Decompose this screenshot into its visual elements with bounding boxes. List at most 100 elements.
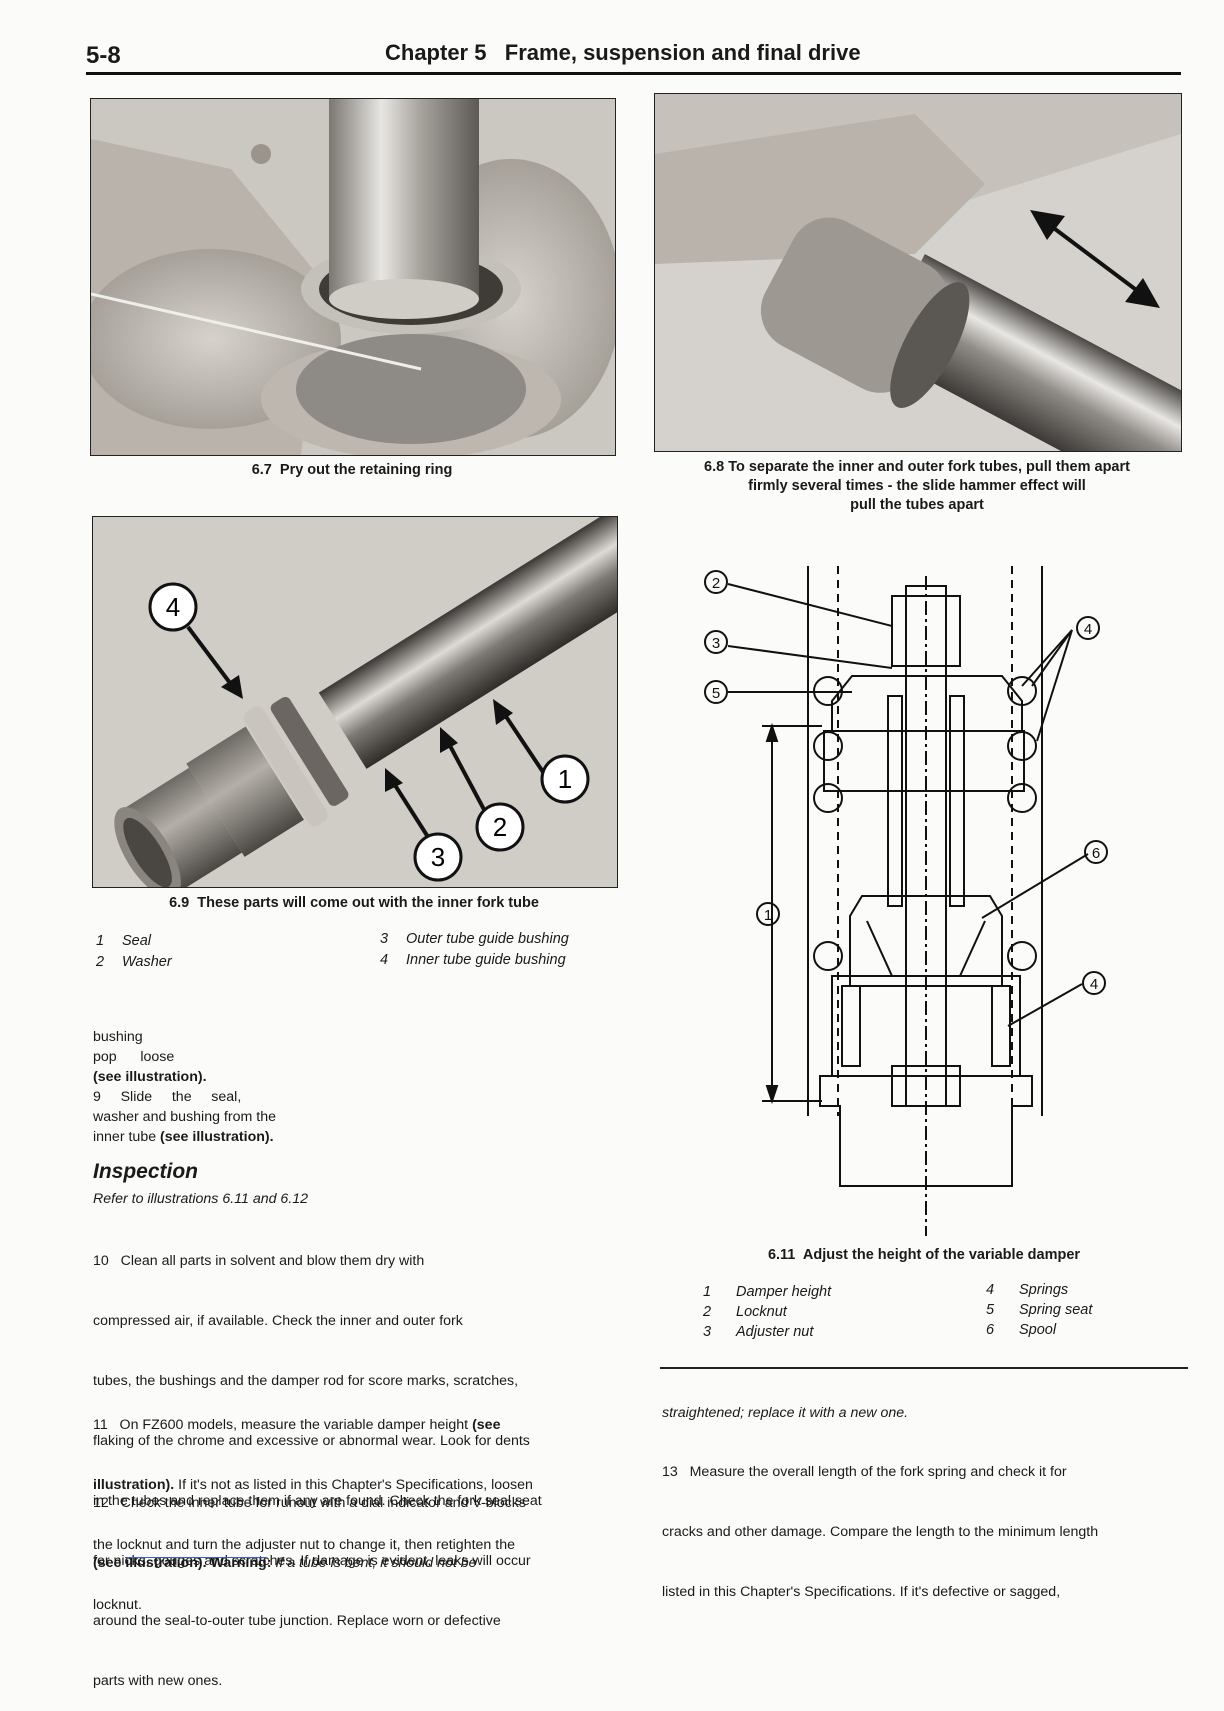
legend-text: Damper height xyxy=(736,1284,832,1300)
legend-num: 2 xyxy=(703,1304,712,1320)
p12-line1: 12 Check the inner tube for runout with … xyxy=(93,1495,526,1511)
step-9-text: inner tube xyxy=(93,1129,161,1145)
legend-text: Spring seat xyxy=(1019,1302,1093,1318)
callout-6-11-4-bottom: 4 xyxy=(1082,971,1106,995)
p10-line: compressed air, if available. Check the … xyxy=(93,1313,463,1329)
refer-line: Refer to illustrations 6.11 and 6.12 xyxy=(93,1191,309,1207)
legend-6-11-item4: 4 Springs xyxy=(986,1282,1068,1298)
legend-num: 1 xyxy=(703,1284,712,1300)
legend-6-9-item3: 3 Outer tube guide bushing xyxy=(380,931,569,947)
caption-6-8-line3: pull the tubes apart xyxy=(850,497,984,513)
legend-num: 4 xyxy=(986,1282,995,1298)
p13-line: 13 Measure the overall length of the for… xyxy=(662,1464,1067,1480)
callout-6-11-4-top: 4 xyxy=(1076,616,1100,640)
callout-6-11-5: 5 xyxy=(704,680,728,704)
legend-text: Inner tube guide bushing xyxy=(406,952,566,968)
step-9-line1: 9 Slide the seal, xyxy=(93,1089,242,1105)
legend-6-11-item3: 3 Adjuster nut xyxy=(703,1324,813,1340)
p11-line2: illustration). If it's not as listed in … xyxy=(93,1475,625,1495)
page-number: 5-8 xyxy=(86,42,121,69)
caption-6-11: 6.11 Adjust the height of the variable d… xyxy=(767,1247,1081,1263)
caption-6-8: 6.8 To separate the inner and outer fork… xyxy=(654,458,1180,515)
legend-num: 3 xyxy=(380,931,389,947)
callout-6-11-6: 6 xyxy=(1084,840,1108,864)
callout-6-11-2: 2 xyxy=(704,570,728,594)
svg-text:3: 3 xyxy=(712,635,720,652)
legend-text: Locknut xyxy=(736,1304,787,1320)
fragment-bushing: bushing xyxy=(93,1029,143,1045)
p11-line1: 11 On FZ600 models, measure the variable… xyxy=(93,1415,625,1435)
footer-link-line xyxy=(125,1557,267,1558)
legend-6-11-item5: 5 Spring seat xyxy=(986,1302,1092,1318)
paragraph-12: 12 Check the inner tube for runout with … xyxy=(93,1453,625,1593)
header-rule xyxy=(86,72,1181,75)
diagram-6-11: 2 3 5 4 1 6 4 xyxy=(692,556,1112,1242)
fragment-see-illustration: (see illustration). xyxy=(93,1069,207,1085)
legend-6-11-item1: 1 Damper height xyxy=(703,1284,831,1300)
legend-text: Washer xyxy=(122,954,172,970)
p12-warning: Warning: xyxy=(210,1555,272,1571)
photo-6-7 xyxy=(90,98,616,456)
svg-text:5: 5 xyxy=(712,685,720,702)
p10-line: parts with new ones. xyxy=(93,1673,223,1689)
column-rule xyxy=(660,1367,1188,1369)
p12-warning-text: If a tube is bent, it should not be xyxy=(275,1555,477,1571)
chapter-title: Chapter 5 Frame, suspension and final dr… xyxy=(385,40,861,65)
section-heading-inspection: Inspection xyxy=(93,1160,199,1183)
legend-text: Spool xyxy=(1019,1322,1057,1338)
caption-6-7: 6.7 Pry out the retaining ring xyxy=(251,462,453,478)
p12-line2: (see illustration). Warning: If a tube i… xyxy=(93,1553,625,1573)
callout-6-9-3: 3 xyxy=(413,832,463,882)
photo-6-8 xyxy=(654,93,1182,452)
paragraph-11: 11 On FZ600 models, measure the variable… xyxy=(93,1375,625,1635)
svg-text:2: 2 xyxy=(712,575,720,592)
p11-text: 11 On FZ600 models, measure the variable… xyxy=(93,1417,473,1433)
legend-num: 5 xyxy=(986,1302,995,1318)
p13-line: cracks and other damage. Compare the len… xyxy=(662,1524,1099,1540)
callout-6-9-4: 4 xyxy=(148,582,198,632)
svg-text:4: 4 xyxy=(1090,976,1098,993)
legend-6-9-item4: 4 Inner tube guide bushing xyxy=(380,952,566,968)
legend-num: 4 xyxy=(380,952,389,968)
p10-line: in the tubes and replace them if any are… xyxy=(93,1493,542,1509)
legend-num: 3 xyxy=(703,1324,712,1340)
legend-6-9-item2: 2 Washer xyxy=(96,954,172,970)
svg-text:3: 3 xyxy=(431,842,445,872)
legend-num: 1 xyxy=(96,933,105,949)
step-9-line3: inner tube (see illustration). xyxy=(93,1127,274,1147)
step-9-line2: washer and bushing from the xyxy=(93,1109,276,1125)
caption-6-8-line1: 6.8 To separate the inner and outer fork… xyxy=(704,459,1130,475)
p11-line3: the locknut and turn the adjuster nut to… xyxy=(93,1537,515,1553)
p12-ref: (see illustration). xyxy=(93,1555,207,1571)
p13-line: listed in this Chapter's Specifications.… xyxy=(662,1584,1061,1600)
legend-6-9-item1: 1 Seal xyxy=(96,933,151,949)
paragraph-13: 13 Measure the overall length of the for… xyxy=(662,1422,1190,1622)
p10-line: 10 Clean all parts in solvent and blow t… xyxy=(93,1253,425,1269)
p10-line: flaking of the chrome and excessive or a… xyxy=(93,1433,530,1449)
svg-text:2: 2 xyxy=(493,812,507,842)
legend-text: Outer tube guide bushing xyxy=(406,931,569,947)
legend-text: Springs xyxy=(1019,1282,1069,1298)
legend-text: Adjuster nut xyxy=(736,1324,814,1340)
caption-6-9: 6.9 These parts will come out with the i… xyxy=(169,895,539,911)
svg-text:4: 4 xyxy=(1084,621,1092,638)
p10-line: tubes, the bushings and the damper rod f… xyxy=(93,1373,519,1389)
photo-6-9: 4 1 2 3 xyxy=(92,516,618,888)
legend-num: 6 xyxy=(986,1322,995,1338)
legend-num: 2 xyxy=(96,954,105,970)
callout-6-9-2: 2 xyxy=(475,802,525,852)
continued-text: straightened; replace it with a new one. xyxy=(662,1405,909,1421)
caption-6-8-line2: firmly several times - the slide hammer … xyxy=(748,478,1086,494)
p11-ref: illustration). xyxy=(93,1477,175,1493)
p11-line4: locknut. xyxy=(93,1597,142,1613)
legend-6-11-item2: 2 Locknut xyxy=(703,1304,787,1320)
p11-ref: (see xyxy=(472,1417,501,1433)
fragment-pop-loose: pop loose xyxy=(93,1049,175,1065)
svg-text:1: 1 xyxy=(558,764,572,794)
legend-6-11-item6: 6 Spool xyxy=(986,1322,1056,1338)
svg-text:4: 4 xyxy=(166,592,180,622)
callout-6-9-1: 1 xyxy=(540,754,590,804)
legend-text: Seal xyxy=(122,933,152,949)
callout-6-11-1: 1 xyxy=(756,902,780,926)
svg-text:6: 6 xyxy=(1092,845,1100,862)
